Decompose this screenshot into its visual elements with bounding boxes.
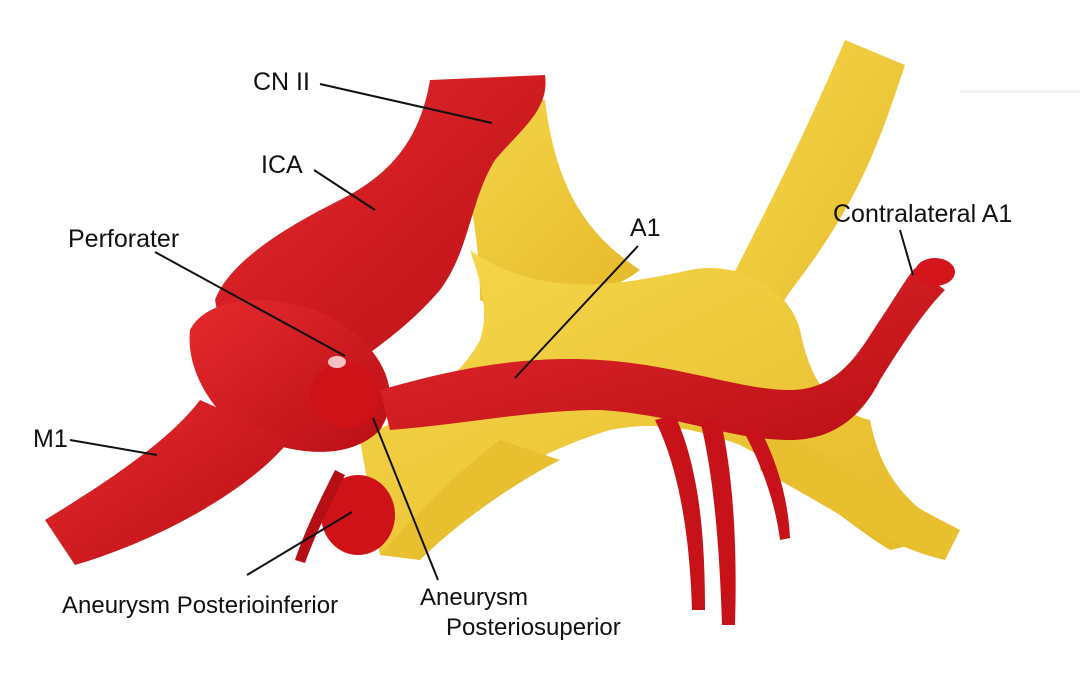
leader-m1: [69, 439, 158, 456]
perforater-origin: [328, 356, 346, 368]
label-cn2: CN II: [253, 68, 310, 96]
optic-tract-left: [380, 440, 560, 560]
label-m1: M1: [33, 425, 68, 453]
leader-lines: [69, 83, 914, 581]
ica-vessel: [215, 75, 546, 380]
a1-branch-2: [700, 418, 736, 625]
a1-vessel: [380, 268, 945, 440]
leader-a1: [514, 245, 639, 379]
a1-branch-1: [655, 415, 705, 610]
label-aneurysm-posteriosuperior-line2: Posteriosuperior: [446, 614, 621, 641]
label-aneurysm-posterioinferior: Aneurysm Posterioinferior: [62, 592, 339, 619]
leader-ica: [313, 169, 376, 211]
contralateral-a1-tip: [915, 258, 955, 286]
leader-aneurysm-posteriosuperior: [372, 417, 439, 581]
label-aneurysm-posteriosuperior-line1: Aneurysm: [420, 584, 529, 611]
label-contralateral-a1: Contralateral A1: [833, 200, 1013, 228]
aneurysm-posterioinferior: [321, 475, 395, 555]
leader-contralateral-a1: [899, 229, 914, 276]
optic-tract-right: [760, 420, 960, 560]
leader-perforater: [154, 251, 346, 357]
leader-cn2: [319, 83, 493, 124]
m1-vessel: [45, 400, 290, 565]
label-a1: A1: [630, 214, 661, 242]
label-perforater: Perforater: [68, 225, 180, 253]
aneurysm-posteriosuperior: [310, 362, 380, 428]
leader-aneurysm-posterioinferior: [246, 511, 353, 576]
label-ica: ICA: [261, 151, 303, 179]
a1-branch-3: [740, 420, 790, 540]
